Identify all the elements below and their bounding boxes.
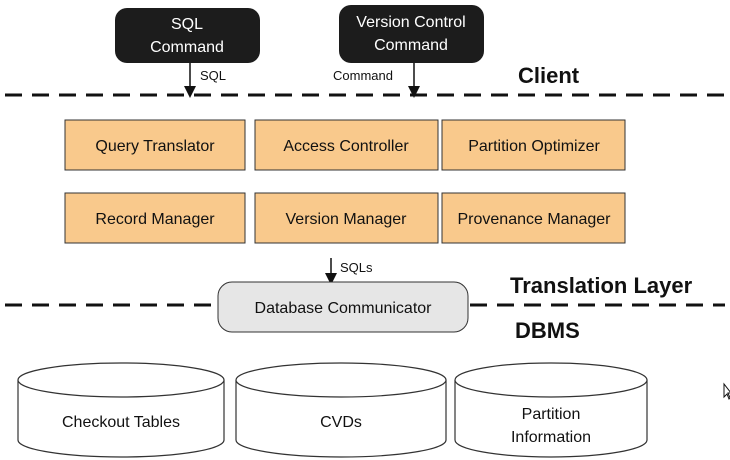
database-label-line2: Information (511, 429, 591, 446)
database-label: Checkout Tables (62, 414, 180, 431)
module-partition-optimizer: Partition Optimizer (441, 119, 626, 171)
version-control-command-box: Version Control Command (339, 5, 484, 63)
database-label: CVDs (320, 414, 362, 431)
database-communicator-label: Database Communicator (255, 300, 433, 317)
sql-command-line2: Command (150, 39, 224, 56)
database-label-line1: Partition (522, 406, 581, 423)
database-cvds: CVDs (235, 362, 447, 458)
module-label: Record Manager (95, 211, 215, 228)
module-label: Query Translator (95, 138, 215, 155)
module-label: Access Controller (283, 138, 409, 155)
version-control-command-line1: Version Control (356, 14, 465, 31)
database-communicator-box: Database Communicator (217, 281, 469, 333)
sqls-arrow-label: SQLs (340, 260, 373, 275)
sql-arrow-label: SQL (200, 68, 226, 83)
command-arrow-label: Command (333, 68, 393, 83)
version-control-command-line2: Command (374, 37, 448, 54)
database-partition-information: Partition Information (454, 362, 648, 458)
module-version-manager: Version Manager (254, 192, 439, 244)
sql-command-line1: SQL (171, 16, 203, 33)
module-provenance-manager: Provenance Manager (441, 192, 626, 244)
module-record-manager: Record Manager (64, 192, 246, 244)
client-layer-label: Client (518, 63, 580, 88)
database-checkout-tables: Checkout Tables (17, 362, 225, 458)
sql-command-box: SQL Command (115, 8, 260, 63)
module-query-translator: Query Translator (64, 119, 246, 171)
mouse-pointer-icon (723, 382, 730, 400)
module-label: Partition Optimizer (468, 138, 600, 155)
translation-layer-label: Translation Layer (510, 273, 693, 298)
module-access-controller: Access Controller (254, 119, 439, 171)
dbms-layer-label: DBMS (515, 318, 580, 343)
module-label: Provenance Manager (458, 211, 612, 228)
module-label: Version Manager (286, 211, 408, 228)
